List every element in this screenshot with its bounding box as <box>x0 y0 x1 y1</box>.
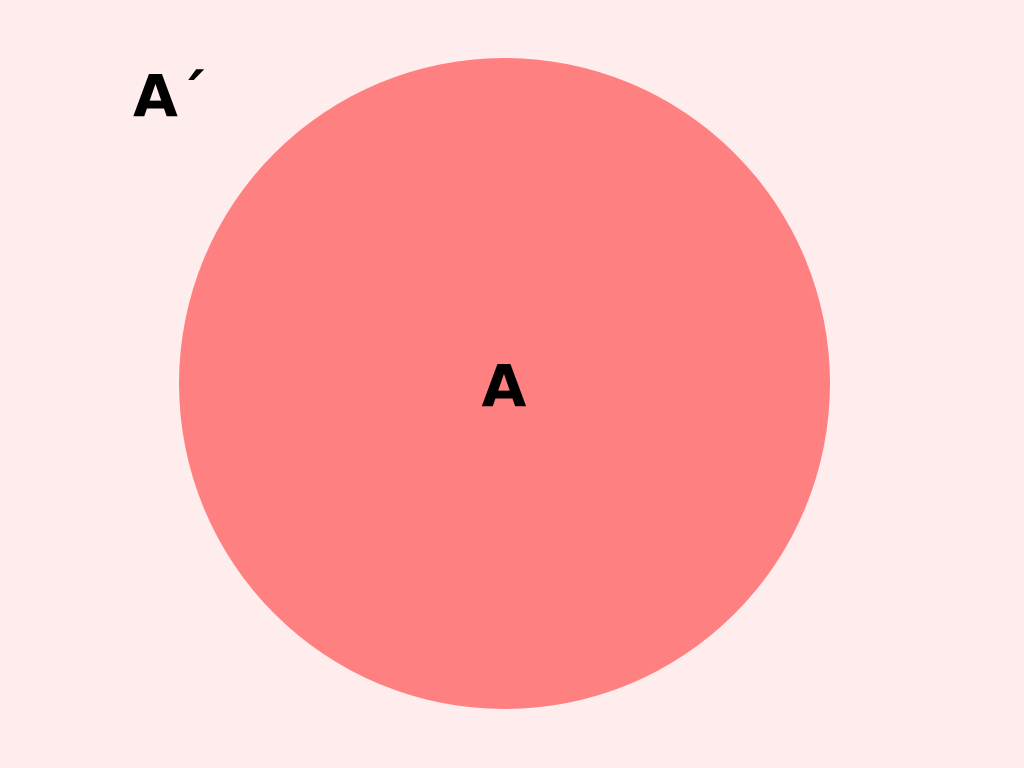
set-a-label: A <box>481 352 527 420</box>
complement-label: A´ <box>133 62 207 130</box>
set-a-circle <box>179 58 830 709</box>
